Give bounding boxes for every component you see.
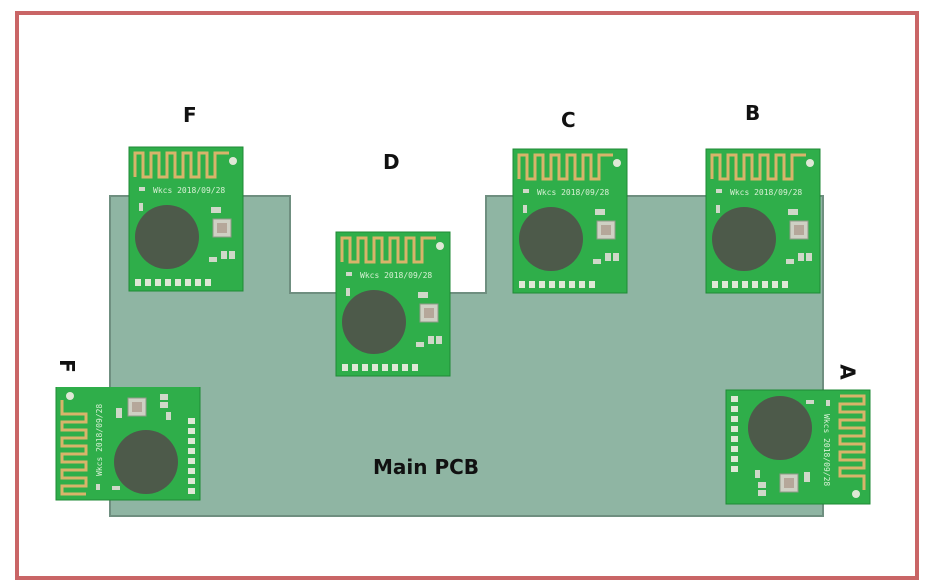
label-module-b: B (745, 101, 761, 125)
rf-module-c (512, 148, 628, 294)
label-module-c: C (561, 108, 576, 132)
main-pcb-shape (109, 195, 824, 517)
rf-module-f-top (128, 146, 244, 292)
rf-module-d (335, 231, 451, 377)
rf-module-f-side (55, 387, 202, 501)
rf-module-b (705, 148, 821, 294)
main-pcb-label: Main PCB (373, 455, 480, 479)
label-module-f-top: F (183, 103, 197, 127)
label-module-d: D (383, 150, 400, 174)
rf-module-a (724, 389, 871, 505)
label-module-a: A (835, 364, 860, 380)
label-module-f-side: F (54, 359, 79, 373)
